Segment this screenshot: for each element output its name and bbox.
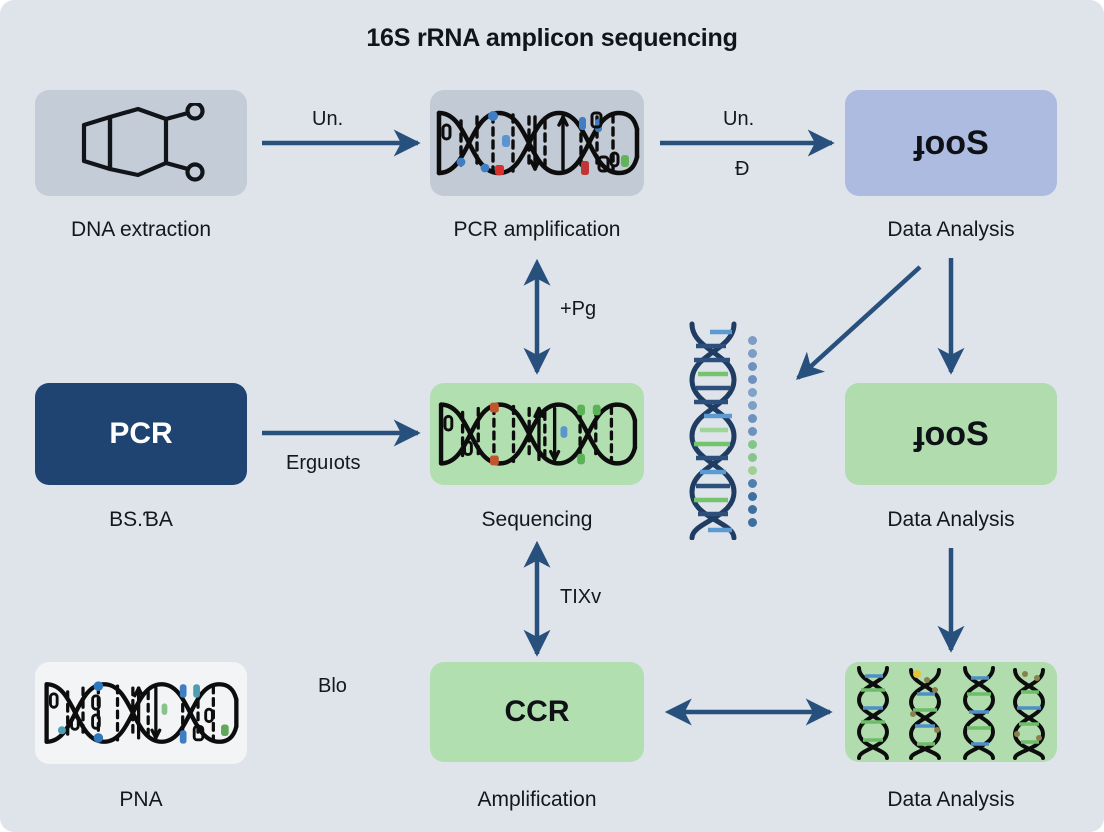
caption-data-analysis-top: Data Analysis: [887, 218, 1015, 241]
dot-marker: [748, 440, 757, 449]
edge-label-e2-above: Un.: [723, 108, 755, 130]
edge-label-e4: Erguıots: [286, 452, 361, 474]
node-label-glitched: ɟooS: [913, 124, 989, 162]
dna-helix-horizontal-icon: [438, 402, 637, 466]
caption-dna-extraction: DNA extraction: [70, 218, 212, 241]
dot-marker: [748, 336, 757, 345]
dot-marker: [748, 375, 757, 384]
edge-label-e3: +Pg: [560, 298, 597, 320]
node-label-ccr: CCR: [504, 695, 570, 728]
caption-pna: PNA: [119, 788, 163, 811]
node-pcr[interactable]: PCR: [35, 383, 247, 485]
dot-marker: [748, 401, 757, 410]
arrow-analysis-top-diagonal: [796, 265, 922, 380]
edge-label-e5: TIXv: [560, 586, 602, 608]
caption-data-analysis-bottom: Data Analysis: [887, 788, 1015, 811]
caption-pcr-amplification: PCR amplification: [453, 218, 621, 241]
caption-amplification: Amplification: [477, 788, 597, 811]
dot-marker: [748, 479, 757, 488]
dot-marker: [748, 388, 757, 397]
node-data-analysis-bottom[interactable]: [845, 662, 1057, 762]
dot-marker: [748, 362, 757, 371]
caption-data-analysis-middle: Data Analysis: [887, 508, 1015, 531]
dot-column: [748, 336, 766, 527]
node-data-analysis-middle[interactable]: ɟooS: [845, 383, 1057, 485]
node-label-glitched: ɟooS: [913, 415, 989, 453]
node-amplification[interactable]: CCR: [430, 662, 644, 762]
caption-pcr: BS.ƁA: [109, 508, 173, 531]
node-dna-extraction[interactable]: [35, 90, 247, 196]
dna-helix-horizontal-icon: [436, 110, 639, 176]
edge-label-e1: Un.: [312, 108, 344, 130]
molecule-icon: [81, 103, 205, 182]
dna-helix-group-icon: [856, 666, 1046, 760]
page-title: 16S rRNA amplicon sequencing: [366, 24, 738, 52]
dot-marker: [748, 505, 757, 514]
dna-helix-vertical-icon: [689, 321, 737, 540]
dot-marker: [748, 427, 757, 436]
dot-marker: [748, 492, 757, 501]
node-label-pcr: PCR: [109, 417, 173, 450]
dna-helix-horizontal-icon: [44, 681, 239, 744]
edge-label-e2-below: Ð: [735, 158, 750, 180]
node-pna[interactable]: [35, 662, 247, 764]
dot-marker: [748, 349, 757, 358]
dot-marker: [748, 453, 757, 462]
dot-marker: [748, 518, 757, 527]
dot-marker: [748, 466, 757, 475]
caption-sequencing: Sequencing: [481, 508, 593, 531]
node-data-analysis-top[interactable]: ɟooS: [845, 90, 1057, 196]
edge-label-e6: Blo: [318, 675, 347, 697]
node-pcr-amplification[interactable]: [430, 90, 644, 196]
node-sequencing[interactable]: [430, 383, 644, 485]
dot-marker: [748, 414, 757, 423]
